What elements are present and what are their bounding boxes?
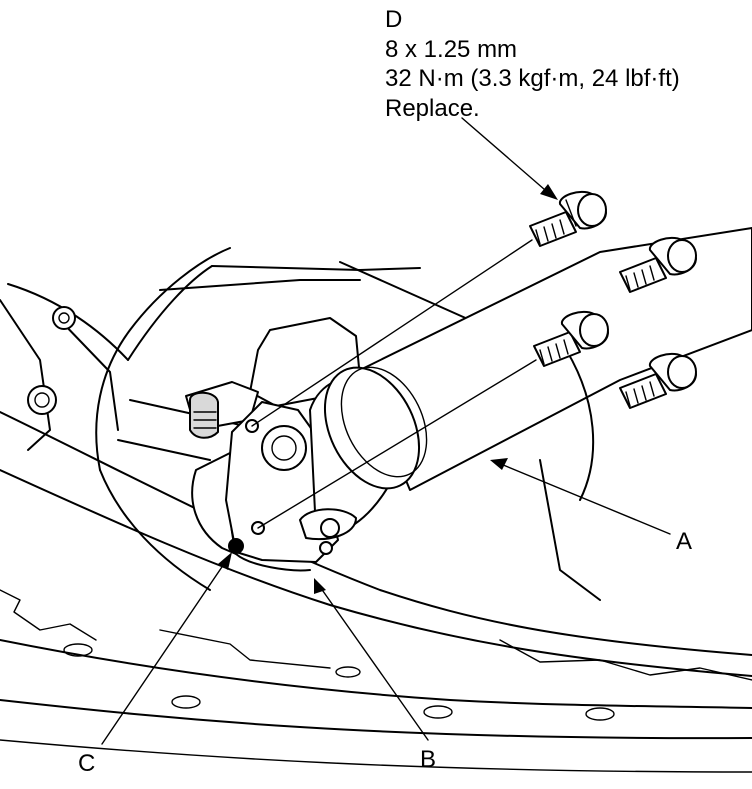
bolt-torque-spec: 32 N·m (3.3 kgf·m, 24 lbf·ft) [385, 65, 680, 92]
bolt-size: 8 x 1.25 mm [385, 36, 518, 63]
differential-housing [0, 247, 561, 591]
callout-a: A [676, 528, 693, 555]
body-panel-lines [0, 411, 752, 773]
bolt-2 [619, 236, 697, 293]
bolt-letter-d: D [385, 6, 403, 33]
callout-b: B [420, 746, 437, 773]
flange-bolts-d [251, 190, 697, 529]
bolt-replace-note: Replace. [385, 95, 480, 122]
leader-lines [101, 117, 671, 745]
bolt-1 [529, 190, 607, 247]
bolt-4 [619, 352, 697, 409]
callout-c: C [78, 750, 96, 777]
bolt-3 [533, 310, 609, 367]
mounting-bracket [185, 317, 361, 439]
index-mark-c [228, 538, 244, 554]
